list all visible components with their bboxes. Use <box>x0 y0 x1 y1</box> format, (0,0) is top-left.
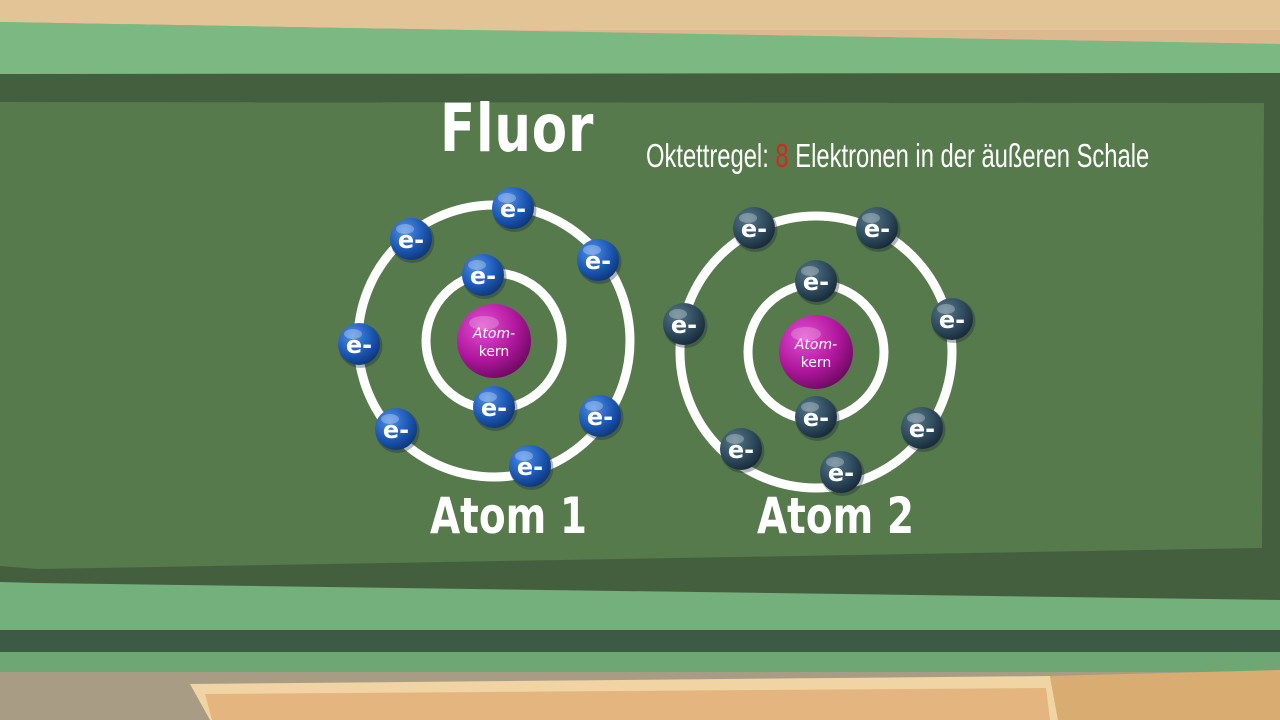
nucleus-label-line-1: Atom- <box>472 326 515 342</box>
desk-side <box>1050 670 1280 720</box>
atom-2-label: Atom 2 <box>757 487 914 545</box>
inner-electron: e- <box>473 386 518 431</box>
page-title: Fluor <box>440 90 595 167</box>
outer-electron: e- <box>375 408 420 453</box>
outer-electron: e- <box>390 218 435 263</box>
inner-electron: e- <box>795 396 840 441</box>
board-ledge-front <box>0 652 1280 672</box>
electron-label: e- <box>741 215 767 243</box>
rule-prefix: Oktettregel: <box>646 137 769 174</box>
nucleus: Atom-kern <box>457 304 531 378</box>
electron-label: e- <box>517 453 543 481</box>
inner-electron: e- <box>795 260 840 305</box>
electron-label: e- <box>585 247 611 275</box>
outer-electron: e- <box>931 298 976 343</box>
electron-label: e- <box>828 459 854 487</box>
outer-electron: e- <box>856 207 901 252</box>
electron-label: e- <box>481 394 507 422</box>
outer-electron: e- <box>733 207 778 252</box>
outer-electron: e- <box>579 395 624 440</box>
outer-electron: e- <box>663 303 708 348</box>
outer-electron: e- <box>820 451 865 496</box>
outer-shell <box>675 211 957 493</box>
outer-electron: e- <box>509 445 554 490</box>
desk-front <box>205 688 1050 720</box>
outer-electron: e- <box>492 187 537 232</box>
electron-label: e- <box>939 306 965 334</box>
outer-electron: e- <box>901 407 946 452</box>
electron-label: e- <box>671 311 697 339</box>
board-frame-top-highlight <box>0 22 1280 75</box>
atom-1-label: Atom 1 <box>430 487 587 545</box>
rule-number: 8 <box>775 137 789 174</box>
electron-label: e- <box>803 404 829 432</box>
inner-electron: e- <box>462 254 507 299</box>
nucleus: Atom-kern <box>779 315 853 389</box>
atoms-layer: Atom-kern e-e-e-e-e-e-e-e-e- Atom-kern e-e-… <box>338 187 976 496</box>
outer-electron: e- <box>338 323 383 368</box>
board-ledge <box>0 630 1280 652</box>
electron-label: e- <box>587 403 613 431</box>
nucleus-label-line-1: Atom- <box>794 337 837 353</box>
outer-electron: e- <box>720 428 765 473</box>
electron-label: e- <box>383 416 409 444</box>
atom-1: Atom-kern e-e-e-e-e-e-e-e-e- <box>338 187 635 490</box>
electron-label: e- <box>864 215 890 243</box>
electron-label: e- <box>500 195 526 223</box>
rule-suffix: Elektronen in der äußeren Schale <box>795 137 1150 174</box>
nucleus-label-line-2: kern <box>801 355 832 371</box>
octet-rule-text: Oktettregel: 8 Elektronen in der äußeren… <box>646 139 1149 172</box>
electron-label: e- <box>909 415 935 443</box>
electron-label: e- <box>346 331 372 359</box>
electron-label: e- <box>803 268 829 296</box>
electron-label: e- <box>470 262 496 290</box>
atom-2: Atom-kern e-e-e-e-e-e-e-e-e- <box>663 207 976 496</box>
nucleus-label-line-2: kern <box>479 344 510 360</box>
electron-label: e- <box>398 226 424 254</box>
electron-label: e- <box>728 436 754 464</box>
wall-top <box>0 0 1280 30</box>
outer-electron: e- <box>577 239 622 284</box>
